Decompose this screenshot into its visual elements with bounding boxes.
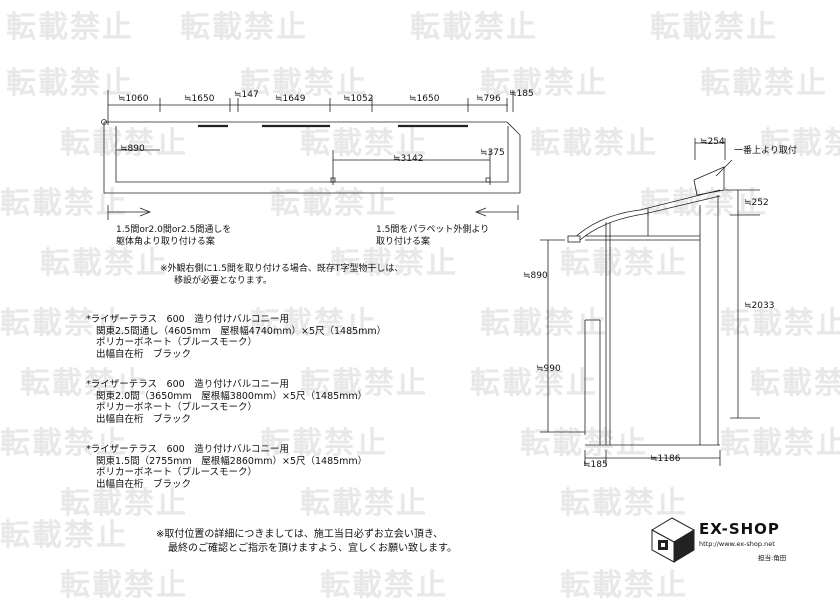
dim-252: ≒252 (744, 198, 769, 208)
spec-size: 関東2.5間通し（4605mm 屋根幅4740mm）×5尺（1485mm） (96, 325, 387, 337)
dim-254: ≒254 (700, 137, 725, 147)
watermark-text: 転載禁止 (60, 126, 188, 161)
watermark-text: 転載禁止 (6, 66, 134, 101)
spec-block-2-0ken: *ライザーテラス 600 造り付けバルコニー用 関東2.0間（3650mm 屋根… (86, 379, 367, 425)
watermark-text: 転載禁止 (650, 10, 778, 45)
dim-3142: ≒3142 (393, 154, 424, 164)
warning-line-1: ※外観右側に1.5間を取り付ける場合、既存T字型物干しは、 (160, 264, 404, 274)
right-option-note: 1.5間をパラペット外側より 取り付ける案 (376, 224, 489, 248)
watermark-text: 転載禁止 (470, 366, 598, 401)
dim-1649: ≒1649 (275, 94, 306, 104)
dim-185: ≒185 (509, 89, 534, 99)
footer-line-1: ※取付位置の詳細につきましては、施工当日必ずお立会い頂き、 (156, 529, 444, 540)
dim-147: ≒147 (234, 90, 259, 100)
exshop-logo-text: EX-SHOP (699, 520, 780, 538)
right-note-line-1: 1.5間をパラペット外側より (376, 225, 490, 235)
left-note-line-2: 躯体角より取り付ける案 (116, 237, 215, 247)
watermark-text: 転載禁止 (40, 246, 168, 281)
relocation-warning: ※外観右側に1.5間を取り付ける場合、既存T字型物干しは、 移設が必要となります… (160, 263, 403, 287)
dim-1052: ≒1052 (343, 94, 374, 104)
watermark-text: 転載禁止 (750, 366, 840, 401)
watermark-text: 転載禁止 (700, 66, 828, 101)
watermark-text: 転載禁止 (20, 366, 148, 401)
spec-size: 関東2.0間（3650mm 屋根幅3800mm）×5尺（1485mm） (96, 390, 368, 402)
watermark-text: 転載禁止 (560, 486, 688, 521)
watermark-text: 転載禁止 (720, 306, 840, 341)
watermark-text: 転載禁止 (720, 426, 840, 461)
dim-1650-a: ≒1650 (184, 94, 215, 104)
watermark-text: 転載禁止 (300, 126, 428, 161)
watermark-text: 転載禁止 (60, 486, 188, 521)
right-note-line-2: 取り付ける案 (376, 237, 431, 247)
watermark-text: 転載禁止 (330, 246, 458, 281)
footer-line-2: 最終のご確認とご指示を頂けますよう、宜しくお願い致します。 (168, 543, 457, 554)
spec-material: ポリカーボネート（ブルースモーク） (96, 402, 258, 413)
dim-990: ≒990 (536, 364, 561, 374)
watermark-text: 転載禁止 (300, 366, 428, 401)
watermark-text: 転載禁止 (760, 126, 840, 161)
spec-size: 関東1.5間（2755mm 屋根幅2860mm）×5尺（1485mm） (96, 455, 368, 467)
left-option-note: 1.5間or2.0間or2.5間通しを 躯体角より取り付ける案 (116, 224, 231, 248)
watermark-text: 転載禁止 (530, 126, 658, 161)
watermark-text: 転載禁止 (0, 518, 128, 553)
warning-line-2: 移設が必要となります。 (174, 276, 272, 286)
watermark-text: 転載禁止 (0, 186, 128, 221)
spec-material: ポリカーボネート（ブルースモーク） (96, 337, 258, 348)
spec-material: ポリカーボネート（ブルースモーク） (96, 467, 258, 478)
spec-block-2-5ken: *ライザーテラス 600 造り付けバルコニー用 関東2.5間通し（4605mm … (86, 314, 386, 360)
watermark-text: 転載禁止 (270, 186, 398, 221)
exshop-cube-icon (650, 517, 696, 563)
watermark-text: 転載禁止 (260, 426, 388, 461)
staff-name: 担当:角田 (758, 554, 787, 562)
dim-185-section: ≒185 (583, 460, 608, 470)
footer-note: ※取付位置の詳細につきましては、施工当日必ずお立会い頂き、 最終のご確認とご指示… (156, 528, 457, 556)
dim-890-section: ≒890 (523, 271, 548, 281)
dim-796: ≒796 (476, 94, 501, 104)
watermark-text: 転載禁止 (480, 66, 608, 101)
spec-title: *ライザーテラス 600 造り付けバルコニー用 (86, 314, 290, 325)
exshop-url: http://www.ex-shop.net (699, 540, 775, 548)
dim-1650-b: ≒1650 (409, 94, 440, 104)
watermark-text: 転載禁止 (300, 486, 428, 521)
watermark-text: 転載禁止 (240, 66, 368, 101)
dim-2033: ≒2033 (744, 301, 775, 311)
left-note-line-1: 1.5間or2.0間or2.5間通しを (116, 225, 232, 235)
spec-title: *ライザーテラス 600 造り付けバルコニー用 (86, 444, 290, 455)
watermark-text: 転載禁止 (560, 246, 688, 281)
spec-title: *ライザーテラス 600 造り付けバルコニー用 (86, 379, 290, 390)
watermark-text: 転載禁止 (0, 306, 128, 341)
spec-frame: 出幅自在桁 ブラック (96, 413, 192, 425)
dim-890-plan: ≒890 (120, 144, 145, 154)
watermark-text: 転載禁止 (180, 10, 308, 45)
spec-frame: 出幅自在桁 ブラック (96, 348, 192, 360)
watermark-text: 転載禁止 (6, 10, 134, 45)
dim-1186: ≒1186 (650, 454, 681, 464)
spec-frame: 出幅自在桁 ブラック (96, 478, 192, 490)
spec-block-1-5ken: *ライザーテラス 600 造り付けバルコニー用 関東1.5間（2755mm 屋根… (86, 444, 367, 490)
install-from-top-label: 一番上より取付 (734, 146, 797, 156)
watermark-text: 転載禁止 (410, 10, 538, 45)
watermark-text: 転載禁止 (250, 306, 378, 341)
dim-375: ≒375 (480, 148, 505, 158)
dim-1060: ≒1060 (118, 94, 149, 104)
watermark-text: 転載禁止 (0, 426, 128, 461)
